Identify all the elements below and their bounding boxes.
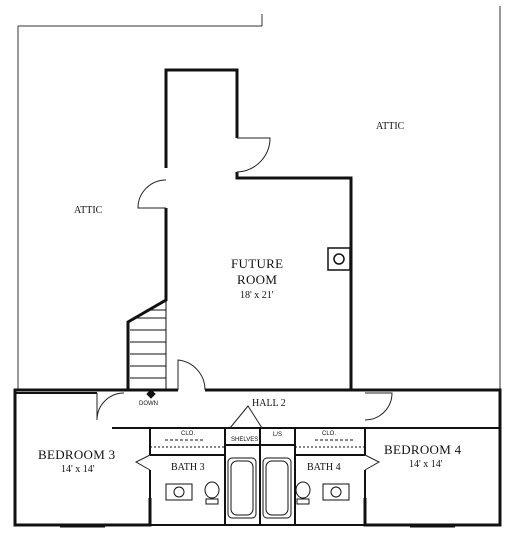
bedroom3-size: 14' x 14' [61,464,95,475]
door-swings [96,137,393,471]
future-room-name-line2: ROOM [237,272,278,287]
closet-right-label: CLO. [322,431,337,437]
closet-left-label: CLO. [181,431,196,437]
attic-outline [17,6,501,390]
hall-label: HALL 2 [252,398,286,409]
shelves-label: SHELVES [231,437,259,443]
bath4-label: BATH 4 [307,462,341,473]
bath3-label: BATH 3 [171,462,205,473]
stairs [127,299,167,399]
attic-right-label: ATTIC [376,121,405,132]
linen-label: L/S [273,432,283,438]
attic-left-label: ATTIC [74,205,103,216]
bedroom3-name: BEDROOM 3 [38,447,116,462]
future-room-size: 18' x 21' [240,290,274,301]
bedroom4-name: BEDROOM 4 [384,442,462,457]
stair-down-label: DOWN [139,401,158,407]
bedroom4-size: 14' x 14' [409,459,443,470]
chimney [327,247,351,271]
interior-walls [15,392,500,526]
future-room-name-line1: FUTURE [231,256,284,271]
bath-fixtures [165,457,350,519]
